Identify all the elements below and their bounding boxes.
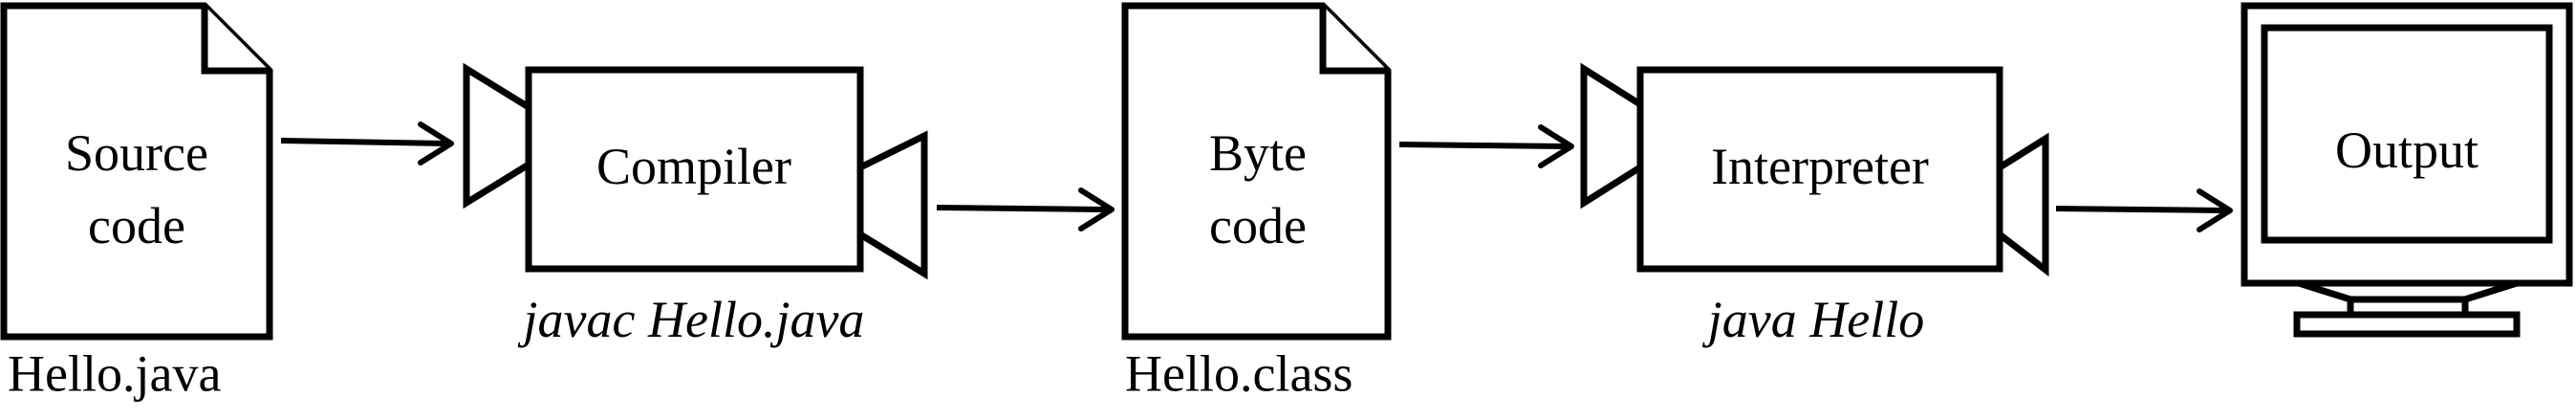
interpreter-box bbox=[1636, 66, 2003, 273]
bytecode-document-label-line2: code bbox=[1209, 197, 1307, 254]
compiler-block: Compiler javac Hello.java bbox=[463, 62, 928, 348]
interpreter-input-funnel bbox=[1580, 62, 1644, 210]
arrow-source-to-compiler bbox=[280, 121, 454, 165]
compiler-command: javac Hello.java bbox=[518, 291, 865, 348]
source-code-document: Source code Hello.java bbox=[0, 2, 273, 402]
monitor-screen bbox=[2261, 24, 2553, 244]
arrow-compiler-to-bytecode bbox=[936, 187, 1115, 232]
source-document-label-line1: Source bbox=[65, 124, 208, 182]
bytecode-document: Byte code Hello.class bbox=[1121, 2, 1392, 402]
bytecode-filename: Hello.class bbox=[1125, 344, 1353, 402]
arrow-interpreter-to-output bbox=[2055, 188, 2233, 232]
interpreter-label: Interpreter bbox=[1711, 138, 1929, 195]
bytecode-document-label-line1: Byte bbox=[1209, 124, 1307, 182]
interpreter-block: Interpreter java Hello bbox=[1580, 62, 2049, 348]
arrow-bytecode-to-interpreter bbox=[1398, 124, 1574, 168]
bytecode-document-page bbox=[1121, 2, 1392, 341]
monitor-stand bbox=[2293, 311, 2521, 338]
compiler-input-funnel bbox=[463, 62, 532, 210]
source-filename: Hello.java bbox=[8, 344, 221, 402]
output-label: Output bbox=[2335, 121, 2479, 179]
interpreter-command: java Hello bbox=[1702, 291, 1924, 348]
bytecode-document-fold bbox=[1319, 6, 1388, 75]
source-document-label-line2: code bbox=[88, 197, 185, 254]
source-document-page bbox=[0, 2, 273, 341]
output-monitor: Output bbox=[2240, 2, 2573, 338]
source-document-fold bbox=[201, 6, 270, 75]
compiler-output-funnel bbox=[856, 130, 928, 280]
compiler-label: Compiler bbox=[596, 138, 791, 195]
interpreter-output-funnel bbox=[1996, 132, 2049, 277]
